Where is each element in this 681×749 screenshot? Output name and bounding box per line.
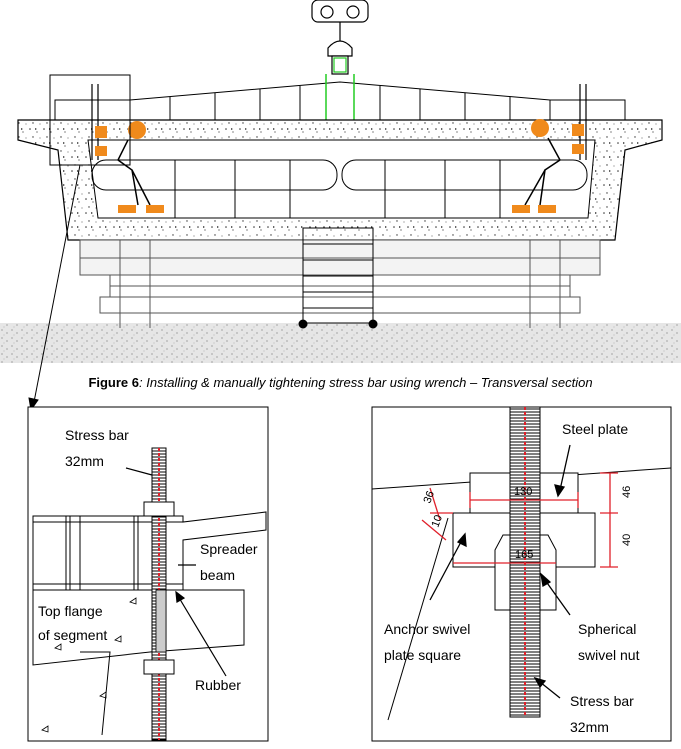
dim-36: 36 — [422, 489, 437, 505]
label-spreader-line1: Spreader — [200, 541, 258, 557]
worker-right — [512, 119, 584, 213]
dim-10: 10 — [430, 513, 445, 529]
label-spherical-line1: Spherical — [578, 621, 636, 637]
label-spreader-line2: beam — [200, 567, 235, 583]
label-steel-plate: Steel plate — [562, 421, 628, 437]
dim-40: 40 — [621, 534, 633, 546]
ground-strip — [0, 323, 681, 363]
detail-callout-box — [49, 74, 131, 166]
lifting-spreader — [54, 74, 626, 121]
figure-caption: Figure 6: Installing & manually tighteni… — [0, 375, 681, 390]
label-stress-bar-r-line2: 32mm — [570, 719, 609, 735]
crane-hook — [311, 0, 369, 75]
support-frame — [79, 239, 601, 328]
label-anchor-line1: Anchor swivel — [384, 621, 470, 637]
dim-46: 46 — [621, 486, 633, 498]
detail-right-panel: 130 36 46 40 165 10 Steel plate Anchor s… — [371, 406, 672, 742]
transversal-section — [0, 0, 681, 412]
rubber-pad — [155, 589, 167, 653]
label-rubber: Rubber — [195, 677, 241, 693]
handrail — [91, 159, 588, 218]
label-top-flange-line1: Top flange — [38, 603, 103, 619]
top-flange — [32, 589, 245, 666]
figure-number: Figure 6 — [88, 375, 140, 390]
label-stress-bar-line1: Stress bar — [65, 427, 129, 443]
nut-lower — [143, 659, 175, 675]
dim-130: 130 — [514, 486, 532, 498]
label-anchor-line2: plate square — [384, 647, 461, 663]
label-stress-bar-line2: 32mm — [65, 453, 104, 469]
figure-caption-text: : Installing & manually tightening stres… — [139, 375, 593, 390]
label-top-flange-line2: of segment — [38, 627, 107, 643]
label-spherical-line2: swivel nut — [578, 647, 640, 663]
dim-165: 165 — [515, 549, 533, 561]
label-stress-bar-r-line1: Stress bar — [570, 693, 634, 709]
access-ladder — [298, 227, 378, 329]
detail-left-panel: Stress bar 32mm Spreader beam Top flange… — [27, 406, 269, 742]
nut-upper — [143, 501, 175, 517]
